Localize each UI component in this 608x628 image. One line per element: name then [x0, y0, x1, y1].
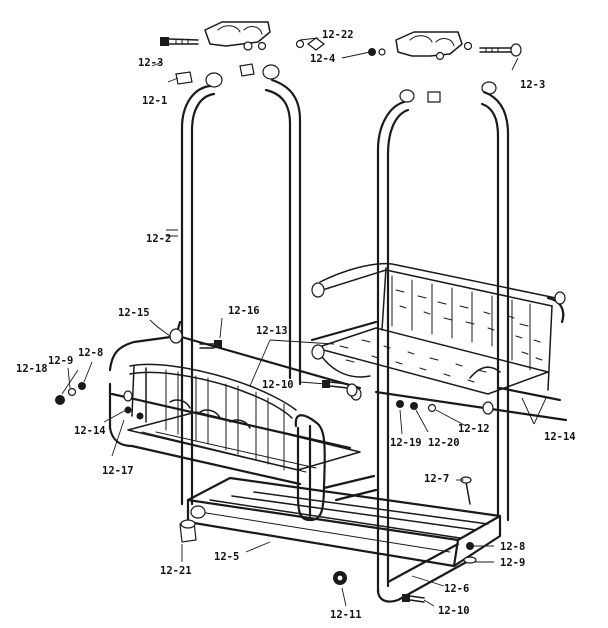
callout-12-8-left: 12-8 — [78, 347, 103, 359]
base-platform-12-5 — [186, 476, 502, 603]
rear-seat-bottom — [310, 296, 568, 422]
callout-12-19: 12-19 — [390, 437, 422, 449]
base-hardware — [179, 476, 477, 603]
callout-12-10-bottom: 12-10 — [438, 605, 470, 617]
callout-12-17: 12-17 — [102, 465, 134, 477]
callout-12-16: 12-16 — [228, 305, 260, 317]
callout-12-15: 12-15 — [118, 307, 150, 319]
washer-nut-12-4 — [368, 48, 386, 56]
tube-plugs-top — [175, 63, 497, 103]
bolt-12-3-right — [479, 43, 522, 57]
callout-12-9-left: 12-9 — [48, 355, 73, 367]
callout-12-5: 12-5 — [214, 551, 239, 563]
callout-12-1: 12-1 — [142, 95, 167, 107]
callout-12-7: 12-7 — [424, 473, 449, 485]
callout-12-6: 12-6 — [444, 583, 469, 595]
callout-12-10-mid: 12-10 — [262, 379, 294, 391]
hanger-bracket-left — [204, 21, 271, 51]
callout-12-4: 12-4 — [310, 53, 335, 65]
front-seat-12-13 — [55, 320, 378, 522]
callout-12-12: 12-12 — [458, 423, 490, 435]
callout-12-20: 12-20 — [428, 437, 460, 449]
leader-lines — [61, 37, 547, 607]
washer-nut-12-22 — [295, 37, 325, 51]
callout-12-14-left: 12-14 — [74, 425, 106, 437]
callout-12-18: 12-18 — [16, 363, 48, 375]
callout-12-3-right: 12-3 — [520, 79, 545, 91]
hanger-bracket-right — [395, 31, 473, 61]
callout-12-14-right: 12-14 — [544, 431, 576, 443]
callout-12-13: 12-13 — [256, 325, 288, 337]
callout-12-21: 12-21 — [160, 565, 192, 577]
callout-12-8-right: 12-8 — [500, 541, 525, 553]
callout-12-2: 12-2 — [146, 233, 171, 245]
callout-12-22: 12-22 — [322, 29, 354, 41]
callout-12-9-right: 12-9 — [500, 557, 525, 569]
bolt-12-3-left — [160, 37, 199, 46]
callout-12-3-left: 12-3 — [138, 57, 163, 69]
frame-tubes-12-2 — [180, 78, 510, 594]
rear-seat-back — [315, 262, 557, 391]
callout-12-11: 12-11 — [330, 609, 362, 621]
